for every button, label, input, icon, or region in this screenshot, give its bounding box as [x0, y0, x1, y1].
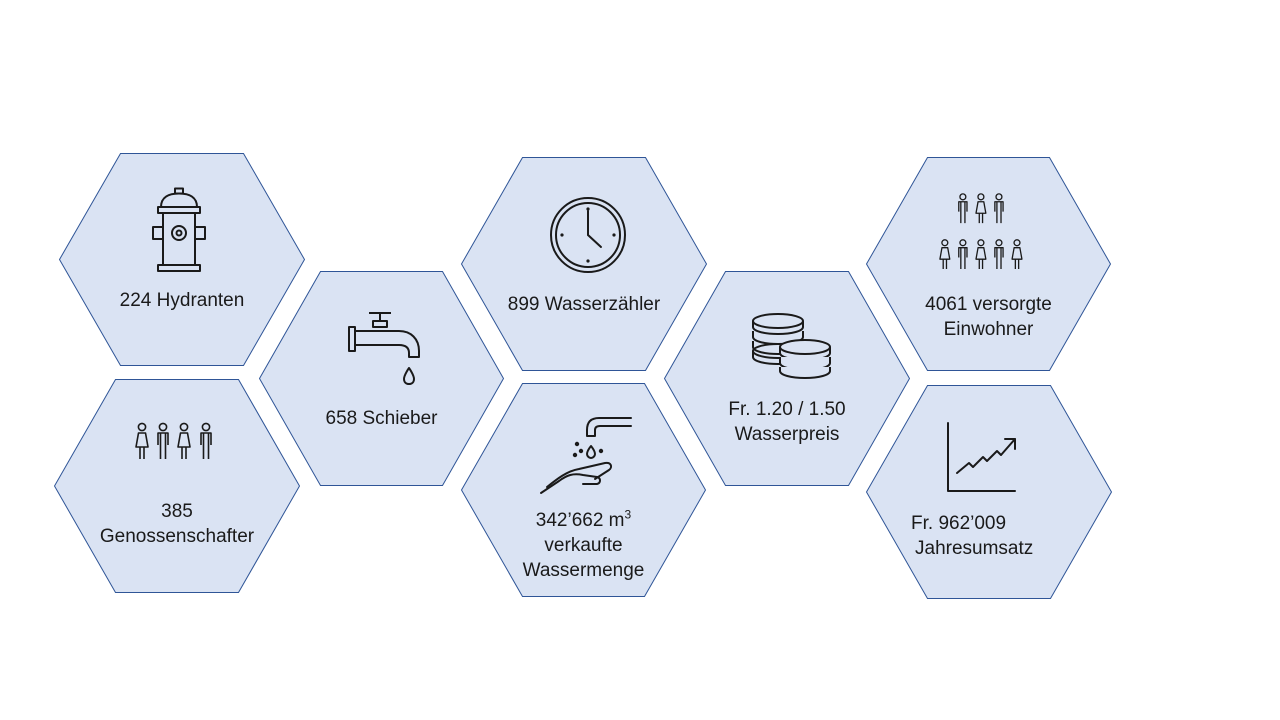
population-icon: [939, 193, 1023, 270]
growth-chart-icon: [947, 422, 1016, 492]
tile-einwohner: 4061 versorgte Einwohner: [865, 157, 1112, 371]
clock-icon: [550, 197, 626, 273]
hexagon-shape: [460, 157, 708, 371]
tile-label: 658 Schieber: [325, 408, 438, 429]
fire-hydrant-icon: [152, 187, 206, 272]
tile-wasserzaehler: 899 Wasserzähler: [460, 157, 708, 371]
tile-wasserpreis: Fr. 1.20 / 1.50 Wasserpreis: [663, 271, 911, 486]
tile-hydranten: 224 Hydranten: [58, 153, 306, 366]
tile-wassermenge: 342’662 m3 verkaufte Wassermenge: [460, 383, 707, 597]
hexagon-shape: [258, 271, 505, 486]
water-tap-icon: [348, 312, 420, 385]
hexagon-shape: [460, 383, 707, 597]
coins-icon: [752, 313, 831, 379]
people-group-icon: [135, 422, 212, 460]
hexagon-shape: [865, 157, 1112, 371]
tile-genossenschafter: 385 Genossenschafter: [53, 379, 301, 593]
hexagon-shape: [663, 271, 911, 486]
tile-label: 385 Genossenschafter: [99, 501, 255, 547]
tile-label: 4061 versorgte Einwohner: [925, 294, 1052, 340]
hexagon-shape: [58, 153, 306, 366]
hexagon-shape: [53, 379, 301, 593]
hand-water-icon: [540, 417, 632, 494]
tile-label: 224 Hydranten: [119, 290, 245, 311]
tile-label: 899 Wasserzähler: [507, 294, 661, 315]
tile-label: Fr. 962’009 Jahresumsatz: [911, 513, 1034, 559]
tile-label: Fr. 1.20 / 1.50 Wasserpreis: [728, 399, 846, 445]
tile-schieber: 658 Schieber: [258, 271, 505, 486]
tile-label: 342’662 m3 verkaufte Wassermenge: [522, 507, 645, 581]
tile-jahresumsatz: Fr. 962’009 Jahresumsatz: [865, 385, 1113, 599]
